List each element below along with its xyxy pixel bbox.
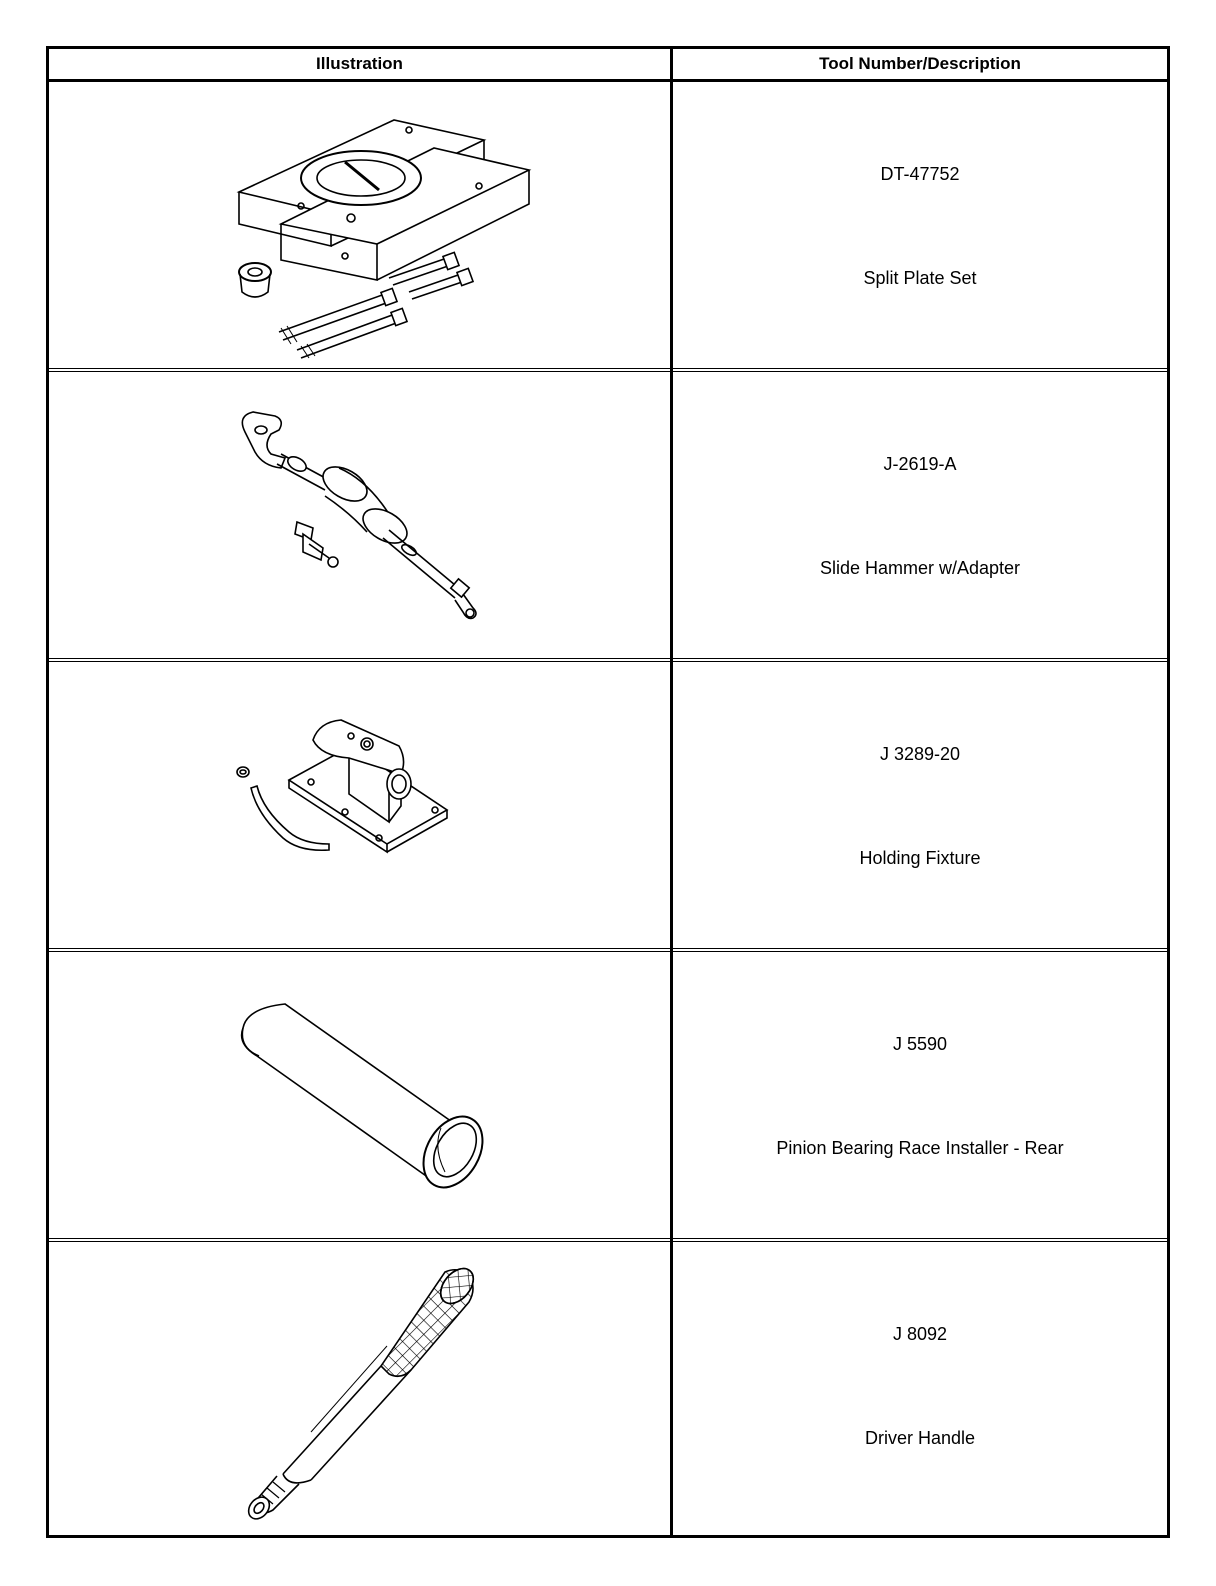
table-row: J 3289-20 Holding Fixture [49, 662, 1167, 952]
tool-description: Holding Fixture [859, 848, 981, 868]
row-divider [49, 1238, 1167, 1242]
race-installer-icon [49, 952, 670, 1238]
tool-description: Pinion Bearing Race Installer - Rear [776, 1138, 1064, 1158]
table-row: DT-47752 Split Plate Set [49, 82, 1167, 372]
driver-handle-icon [49, 1242, 670, 1528]
row-divider [49, 368, 1167, 372]
table-row: J 8092 Driver Handle [49, 1242, 1167, 1535]
header-illustration: Illustration [316, 54, 403, 73]
tool-number: J 8092 [892, 1324, 948, 1344]
holding-fixture-icon [49, 662, 670, 948]
tool-description: Slide Hammer w/Adapter [819, 558, 1021, 578]
column-divider [670, 49, 673, 1535]
tool-table: Illustration Tool Number/Description [46, 46, 1170, 1538]
row-divider [49, 948, 1167, 952]
slide-hammer-icon [49, 372, 670, 658]
table-row: J 5590 Pinion Bearing Race Installer - R… [49, 952, 1167, 1242]
tool-description: Driver Handle [864, 1428, 976, 1448]
tool-number: DT-47752 [880, 164, 960, 184]
tool-number: J 3289-20 [879, 744, 961, 764]
tool-number: J-2619-A [883, 454, 957, 474]
header-tool-number-description: Tool Number/Description [819, 54, 1021, 73]
row-divider [49, 658, 1167, 662]
table-header-row: Illustration Tool Number/Description [49, 49, 1167, 82]
table-row: J-2619-A Slide Hammer w/Adapter [49, 372, 1167, 662]
tool-description: Split Plate Set [863, 268, 977, 288]
split-plate-set-icon [49, 82, 670, 368]
tool-number: J 5590 [892, 1034, 948, 1054]
